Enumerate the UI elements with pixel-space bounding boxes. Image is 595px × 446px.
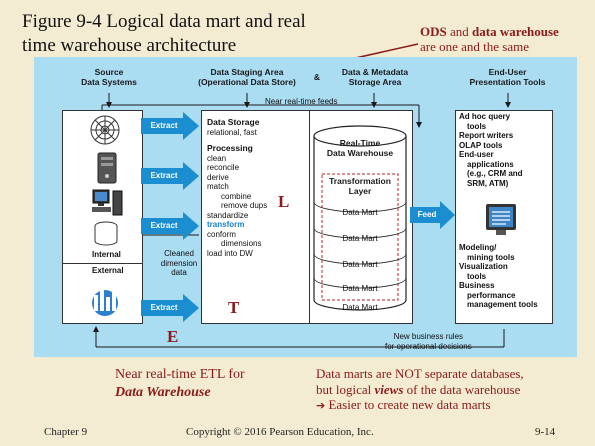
extract-label-3: Extract — [150, 221, 178, 230]
data-mart-2: Data Mart — [342, 234, 378, 243]
footer-chapter: Chapter 9 — [44, 426, 88, 438]
enduser-tools-list: Ad hoc query tools Report writers OLAP t… — [459, 112, 523, 188]
extract-label-4: Extract — [150, 303, 178, 312]
letter-T: T — [228, 298, 240, 317]
header-metadata: Data & Metadata Storage Area — [341, 67, 409, 87]
header-staging: Data Staging Area (Operational Data Stor… — [198, 67, 296, 87]
server-icon — [97, 152, 117, 184]
near-realtime-etl-note: Near real-time ETL for Data Warehouse — [115, 367, 245, 400]
footer-page-number: 9-14 — [535, 426, 556, 438]
header-source: Source Data Systems — [81, 67, 137, 87]
letter-E: E — [167, 327, 179, 346]
business-rules-label: New business rules for operational decis… — [385, 332, 472, 351]
data-mart-1: Data Mart — [342, 208, 378, 217]
extract-label-2: Extract — [150, 171, 178, 180]
letter-L: L — [278, 192, 290, 211]
ods-callout: ODS and data warehouse are one and the s… — [420, 24, 559, 54]
feed-arrow — [410, 201, 455, 229]
footer-copyright: Copyright © 2016 Pearson Education, Inc. — [186, 426, 374, 438]
monitor-icon — [486, 204, 516, 235]
database-icon — [94, 221, 118, 246]
extract-arrows — [141, 112, 199, 322]
staging-content: Data Storage relational, fast Processing… — [207, 117, 268, 258]
web-icon — [90, 115, 120, 145]
data-marts-note: Data marts are NOT separate databases, b… — [316, 366, 524, 412]
data-mart-5: Data Mart — [342, 303, 378, 312]
data-mart-4: Data Mart — [342, 284, 378, 293]
feed-label: Feed — [417, 210, 437, 219]
computer-icon — [92, 189, 123, 216]
transformation-layer: Transformation Layer — [329, 176, 391, 196]
internal-label: Internal — [92, 250, 121, 259]
data-mart-3: Data Mart — [342, 260, 378, 269]
external-data-icon — [92, 289, 118, 316]
arrow-right-icon: ➔ — [316, 399, 326, 412]
external-label: External — [92, 266, 124, 275]
extract-label-1: Extract — [150, 121, 178, 130]
staging-area-box — [201, 110, 311, 324]
header-enduser: End-User Presentation Tools — [469, 67, 546, 87]
warehouse-title: Real-Time Data Warehouse — [326, 138, 394, 158]
near-realtime-feeds-label: Near real-time feeds — [265, 97, 338, 106]
source-systems-box — [62, 110, 143, 324]
enduser-tools-list-2: Modeling/ mining tools Visualization too… — [459, 243, 538, 309]
cleaned-dimension-label: Cleaned dimension data — [160, 249, 198, 277]
slide-title: Figure 9-4 Logical data mart and real ti… — [22, 11, 306, 56]
source-divider — [62, 263, 143, 264]
header-ampersand: & — [313, 72, 321, 82]
warehouse-cylinder — [313, 125, 407, 311]
